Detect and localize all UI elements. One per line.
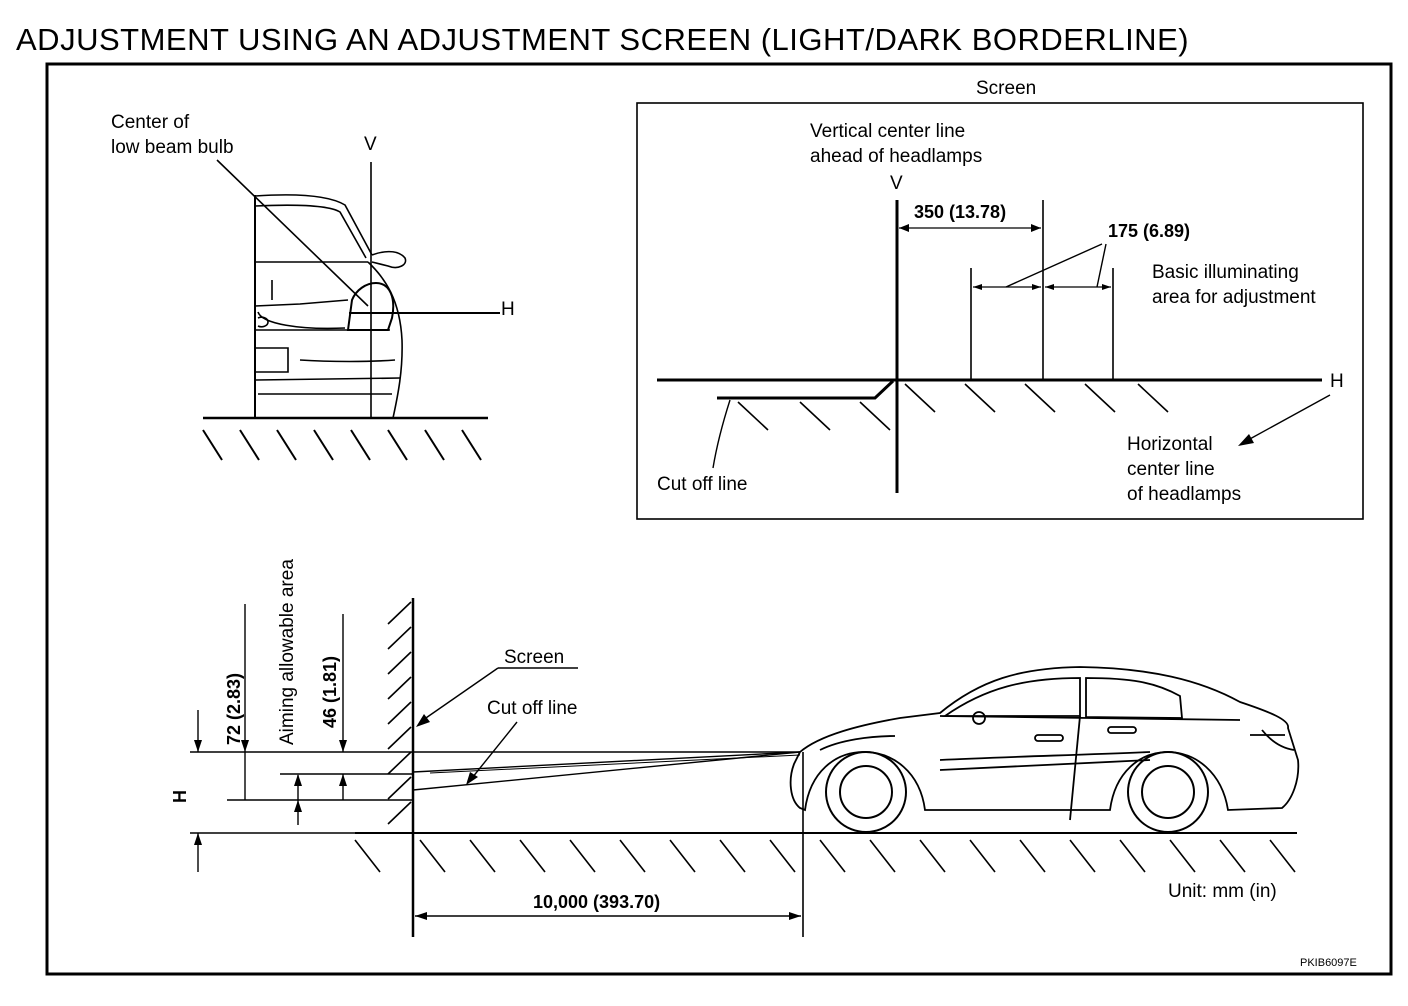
screen-panel-box <box>636 102 1364 520</box>
front-h-label: H <box>501 299 515 320</box>
screen-v-label: V <box>890 173 903 194</box>
dim-350-label: 350 (13.78) <box>914 202 1006 222</box>
vertical-line-label2: ahead of headlamps <box>810 146 982 167</box>
dim-72-label: 72 (2.83) <box>224 673 244 745</box>
page-title: ADJUSTMENT USING AN ADJUSTMENT SCREEN (L… <box>16 22 1190 57</box>
beam-upper <box>412 751 801 773</box>
dim-46-label: 46 (1.81) <box>320 656 340 728</box>
bulb-leader-line <box>216 159 369 307</box>
side-ground-hatch <box>354 839 1296 873</box>
dim-350-arrow-right <box>1031 224 1041 232</box>
outer-frame <box>45 62 1393 976</box>
horizontal-label2: center line <box>1127 459 1215 480</box>
horizontal-leader-arrow <box>1238 434 1254 446</box>
front-v-label: V <box>364 134 377 155</box>
dim-175-leader-b <box>1096 243 1107 288</box>
dim-46-arrow-up <box>339 774 347 786</box>
vertical-line-label1: Vertical center line <box>810 121 965 142</box>
side-screen-label: Screen <box>504 647 564 668</box>
screen-wall-hatch <box>387 601 412 825</box>
car-front-outline <box>254 194 407 419</box>
side-view: H 72 (2.83) Aiming allowable area 46 (1.… <box>170 559 1300 937</box>
car-side-view <box>789 666 1300 821</box>
dim-46-arrow-down <box>339 740 347 752</box>
distance-arrow-right <box>789 912 801 920</box>
horizontal-label1: Horizontal <box>1127 434 1213 455</box>
dim-175-left-arrow-b <box>1032 284 1041 290</box>
screen-leader <box>422 667 499 721</box>
side-cutoff-label: Cut off line <box>487 698 577 719</box>
cutoff-side-leader <box>471 721 518 779</box>
front-ground-hatch <box>202 429 482 461</box>
screen-leader-arrow <box>416 714 430 727</box>
h-dim-arrow-bottom <box>194 833 202 845</box>
cutoff-side-arrow <box>466 772 478 785</box>
dim-175-leader-a <box>1005 243 1103 288</box>
dim-175-label: 175 (6.89) <box>1108 221 1190 241</box>
screen-panel: Screen Vertical center line ahead of hea… <box>636 78 1364 520</box>
bulb-label-line1: Center of <box>111 112 190 133</box>
cutoff-leader <box>712 399 731 469</box>
screen-cutoff-label: Cut off line <box>657 474 747 495</box>
distance-label: 10,000 (393.70) <box>533 892 660 912</box>
dim-350-arrow-left <box>899 224 909 232</box>
basic-area-label2: area for adjustment <box>1152 287 1316 308</box>
horizontal-label3: of headlamps <box>1127 484 1241 505</box>
unit-label: Unit: mm (in) <box>1168 881 1277 902</box>
distance-arrow-left <box>415 912 427 920</box>
h-dim-arrow-top <box>194 740 202 752</box>
horizontal-leader <box>1247 394 1331 441</box>
beam-extra <box>429 754 801 774</box>
side-h-label: H <box>170 790 190 803</box>
bulb-label-line2: low beam bulb <box>111 137 234 158</box>
screen-panel-title: Screen <box>976 78 1036 99</box>
screen-h-label: H <box>1330 371 1344 392</box>
car-wheels <box>825 751 1209 833</box>
dim-175-right-arrow-b <box>1102 284 1111 290</box>
aiming-area-label: Aiming allowable area <box>277 559 298 745</box>
screen-cutoff-line <box>717 379 895 400</box>
figure-code: PKIB6097E <box>1300 957 1357 969</box>
front-view: Center of low beam bulb V H <box>111 112 515 461</box>
dim-175-right-arrow-a <box>1045 284 1054 290</box>
dim-72-arrow-down <box>241 740 249 752</box>
basic-area-label1: Basic illuminating <box>1152 262 1299 283</box>
aiming-arrow-bottom <box>294 800 302 812</box>
dim-175-left-arrow-a <box>973 284 982 290</box>
aiming-arrow-top <box>294 774 302 786</box>
screen-hatch <box>737 383 1169 431</box>
